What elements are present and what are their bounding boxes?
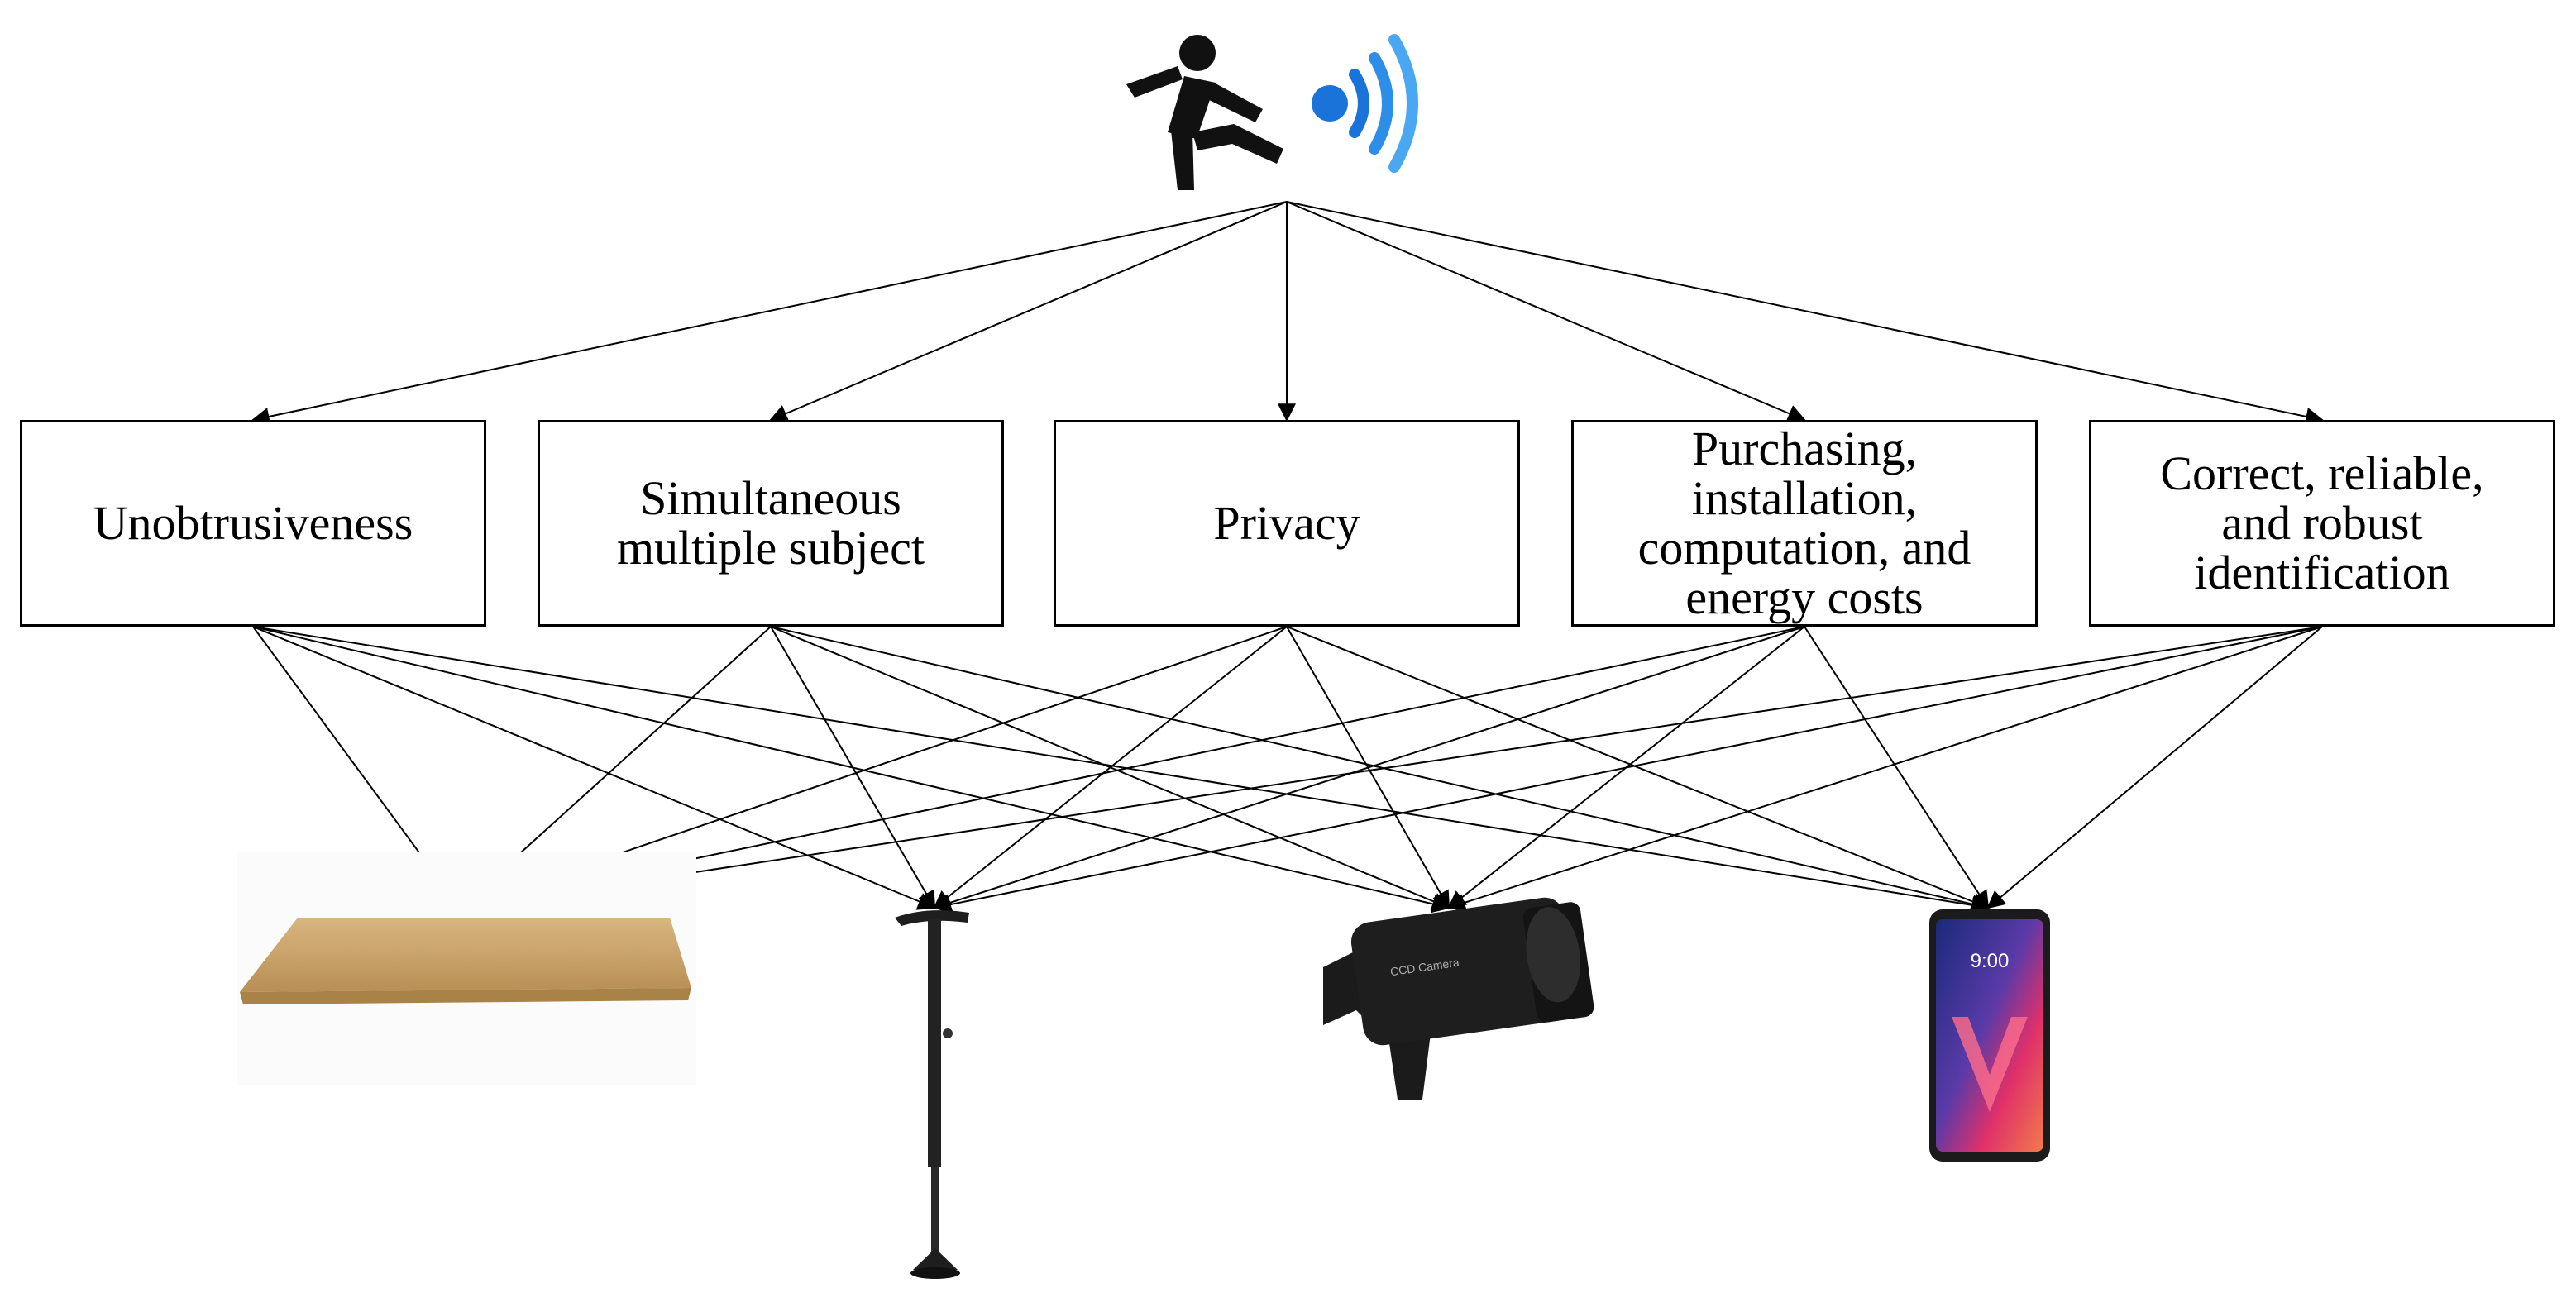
criterion-to-alternative-arrow bbox=[252, 626, 1451, 914]
criterion-box-privacy: Privacy bbox=[1054, 420, 1520, 627]
criterion-label: Correct, reliable, and robust identifica… bbox=[2160, 446, 2484, 599]
walking-cane-icon bbox=[895, 910, 969, 1279]
criterion-to-alternative-arrow bbox=[252, 626, 937, 910]
criterion-to-alternative-arrow bbox=[1446, 626, 2323, 912]
criterion-label: Simultaneous multiple subject bbox=[616, 471, 925, 575]
criterion-to-alternative-arrow bbox=[933, 626, 1288, 909]
criterion-label: Unobtrusiveness bbox=[93, 496, 413, 550]
security-camera-icon: CCD Camera bbox=[1323, 897, 1594, 1100]
goal-to-criterion-arrow bbox=[251, 201, 1288, 426]
criterion-to-alternative-arrow bbox=[770, 626, 1991, 914]
goal-to-criterion-arrow bbox=[1286, 201, 1807, 422]
criterion-to-alternative-arrow bbox=[252, 626, 1991, 914]
criterion-label: Purchasing, installation, computation, a… bbox=[1637, 422, 1971, 624]
smartphone-icon: 9:00 bbox=[1929, 909, 2050, 1162]
criterion-to-alternative-arrow bbox=[457, 626, 2323, 914]
criterion-to-alternative-arrow bbox=[932, 626, 2323, 914]
floor-mat-icon bbox=[237, 852, 696, 1085]
falling-person-icon bbox=[1126, 35, 1283, 190]
criterion-to-alternative-arrow bbox=[932, 626, 1805, 912]
phone-clock: 9:00 bbox=[1971, 950, 2010, 972]
criterion-box-simultaneous: Simultaneous multiple subject bbox=[538, 420, 1004, 627]
criterion-to-alternative-arrow bbox=[1286, 626, 1991, 910]
criterion-to-alternative-arrow bbox=[770, 626, 936, 909]
criterion-label: Privacy bbox=[1213, 496, 1360, 550]
goal-to-criterion-arrow bbox=[768, 201, 1288, 422]
goal-to-criterion-arrow bbox=[1286, 201, 2325, 426]
criterion-box-unobtrusiveness: Unobtrusiveness bbox=[20, 420, 486, 627]
criterion-box-costs: Purchasing, installation, computation, a… bbox=[1571, 420, 2038, 627]
wireless-signal-icon bbox=[1312, 34, 1418, 173]
criterion-to-alternative-arrow bbox=[1986, 626, 2323, 909]
criterion-to-alternative-arrow bbox=[1804, 626, 1990, 909]
criterion-box-identification: Correct, reliable, and robust identifica… bbox=[2089, 420, 2555, 627]
